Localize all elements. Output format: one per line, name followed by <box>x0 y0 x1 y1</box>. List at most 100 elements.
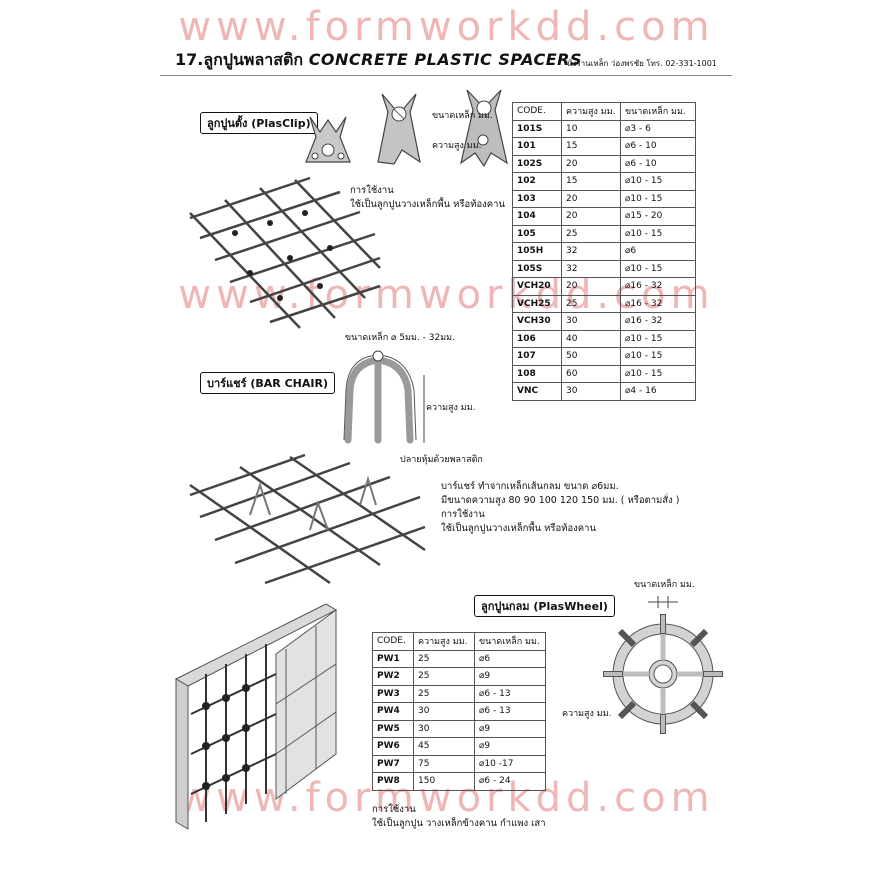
cell-code: PW7 <box>372 754 414 773</box>
cell-height: 30 <box>561 382 621 401</box>
cell-height: 45 <box>413 737 475 756</box>
cell-height: 15 <box>561 137 621 156</box>
shop-contact: นั่งร้านเหล็ก ว่องพรชัย โทร. 02-331-1001 <box>567 59 717 68</box>
cell-height: 20 <box>561 189 621 208</box>
cell-bar-size: ⌀16 - 32 <box>620 312 696 331</box>
barchair-mesh-illustration <box>189 453 426 585</box>
cell-height: 10 <box>561 119 621 138</box>
barchair-description: บาร์แชร์ ทำจากเหล็กเส้นกลม ขนาด ⌀6มม. มี… <box>441 480 679 536</box>
cell-height: 50 <box>561 347 621 366</box>
plaswheel-usage: การใช้งาน ใช้เป็นลูกปูน วางเหล็กข้างคาน … <box>372 803 546 831</box>
cell-code: PW1 <box>372 649 414 668</box>
table-header-row: CODE. ความสูง มม. ขนาดเหล็ก มม. <box>512 102 696 121</box>
cell-height: 30 <box>561 312 621 331</box>
plasclip-label: ลูกปูนตั้ง (PlasClip) <box>200 112 318 134</box>
cell-bar-size: ⌀4 - 16 <box>620 382 696 401</box>
formwork-wall-illustration <box>174 603 338 830</box>
plasclip-bar-size-label: ขนาดเหล็ก มม. <box>432 111 493 121</box>
barchair-desc-line-1: บาร์แชร์ ทำจากเหล็กเส้นกลม ขนาด ⌀6มม. <box>441 481 619 492</box>
cell-height: 25 <box>413 684 475 703</box>
plaswheel-usage-title: การใช้งาน <box>372 804 416 815</box>
watermark-middle: www.formworkdd.com <box>178 272 715 318</box>
cell-code: PW8 <box>372 772 414 791</box>
plasclip-small-illustration <box>305 116 351 163</box>
cell-code: VCH20 <box>512 277 562 296</box>
cell-bar-size: ⌀6 - 10 <box>620 154 696 173</box>
cell-bar-size: ⌀16 - 32 <box>620 277 696 296</box>
cell-code: VCH30 <box>512 312 562 331</box>
cell-height: 30 <box>413 702 475 721</box>
header-code: CODE. <box>512 102 562 121</box>
cell-bar-size: ⌀15 - 20 <box>620 207 696 226</box>
barchair-label: บาร์แชร์ (BAR CHAIR) <box>200 372 335 394</box>
cell-code: PW3 <box>372 684 414 703</box>
header-code: CODE. <box>372 632 414 651</box>
barchair-tip-label: ปลายหุ้มด้วยพลาสติก <box>400 455 483 465</box>
cell-height: 40 <box>561 329 621 348</box>
plasclip-usage: การใช้งาน ใช้เป็นลูกปูนวางเหล็กพื้น หรือ… <box>350 184 505 212</box>
title-english: CONCRETE PLASTIC SPACERS <box>308 50 583 69</box>
cell-code: 102 <box>512 172 562 191</box>
plasclip-dimension-illustration <box>377 93 421 165</box>
cell-bar-size: ⌀9 <box>474 667 546 686</box>
cell-height: 20 <box>561 277 621 296</box>
cell-bar-size: ⌀6 - 13 <box>474 702 546 721</box>
cell-height: 25 <box>561 224 621 243</box>
cell-bar-size: ⌀3 - 6 <box>620 119 696 138</box>
header-bar-size: ขนาดเหล็ก มม. <box>620 102 696 121</box>
header-height: ความสูง มม. <box>413 632 475 651</box>
cell-bar-size: ⌀6 - 13 <box>474 684 546 703</box>
cell-code: 102S <box>512 154 562 173</box>
cell-bar-size: ⌀10 - 15 <box>620 347 696 366</box>
cell-height: 20 <box>561 207 621 226</box>
cell-bar-size: ⌀6 - 24 <box>474 772 546 791</box>
cell-bar-size: ⌀9 <box>474 719 546 738</box>
cell-height: 25 <box>561 294 621 313</box>
cell-bar-size: ⌀9 <box>474 737 546 756</box>
watermark-top: www.formworkdd.com <box>178 4 715 50</box>
cell-height: 32 <box>561 259 621 278</box>
cell-code: PW4 <box>372 702 414 721</box>
cell-bar-size: ⌀10 - 15 <box>620 189 696 208</box>
plasclip-usage-title: การใช้งาน <box>350 185 394 196</box>
cell-code: PW6 <box>372 737 414 756</box>
cell-bar-size: ⌀6 - 10 <box>620 137 696 156</box>
plaswheel-bar-size-label: ขนาดเหล็ก มม. <box>634 580 695 590</box>
cell-height: 25 <box>413 649 475 668</box>
barchair-bar-size-label: ขนาดเหล็ก ⌀ 5มม. - 32มม. <box>345 333 455 343</box>
cell-bar-size: ⌀10 - 15 <box>620 259 696 278</box>
barchair-usage-text: ใช้เป็นลูกปูนวางเหล็กพื้น หรือท้องคาน <box>441 523 596 534</box>
page-title: 17.ลูกปูนพลาสติก CONCRETE PLASTIC SPACER… <box>175 48 582 73</box>
cell-bar-size: ⌀6 <box>620 242 696 261</box>
cell-code: 107 <box>512 347 562 366</box>
cell-height: 150 <box>413 772 475 791</box>
cell-height: 30 <box>413 719 475 738</box>
barchair-usage-title: การใช้งาน <box>441 509 485 520</box>
barchair-illustration <box>343 350 425 444</box>
cell-code: VNC <box>512 382 562 401</box>
plaswheel-height-label: ความสูง มม. <box>562 709 612 719</box>
cell-bar-size: ⌀6 <box>474 649 546 668</box>
cell-bar-size: ⌀10 - 15 <box>620 364 696 383</box>
plaswheel-label: ลูกปูนกลม (PlasWheel) <box>474 595 615 617</box>
cell-code: 105S <box>512 259 562 278</box>
cell-bar-size: ⌀10 -17 <box>474 754 546 773</box>
